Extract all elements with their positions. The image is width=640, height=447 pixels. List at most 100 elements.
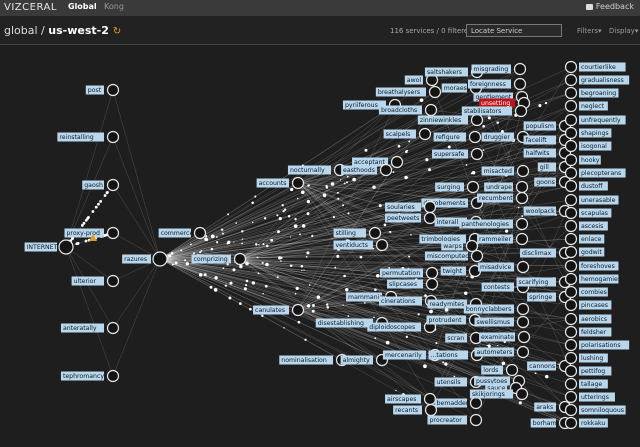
service-node-nominalisation[interactable]: nominalisation [279,353,349,367]
tab-global[interactable]: Global [68,2,97,11]
service-node-pincases[interactable]: pincases [564,298,612,312]
service-node-courtierlike[interactable]: courtierlike [564,60,626,74]
service-node-swellismus[interactable]: swellismus [474,315,530,329]
service-node-nocturnally[interactable]: nocturnally [287,163,347,177]
service-node-tations[interactable]: ...tations [428,348,484,362]
service-node-easthoods[interactable]: easthoods [341,163,393,177]
service-node-populism[interactable]: populism [523,119,572,133]
service-node-broadcloths[interactable]: broadcloths [378,103,438,117]
service-node-bemadden[interactable]: bemadden [434,396,483,410]
service-node-twight[interactable]: twight [440,264,482,278]
service-node-woolpack[interactable]: woolpack [523,204,572,218]
service-node-refigure[interactable]: refigure [433,130,482,144]
service-node-misgrading[interactable]: misgrading [471,62,527,76]
service-node-internet[interactable]: INTERNET [24,239,74,255]
service-node-razures[interactable]: razures [122,251,168,267]
service-node-hooky[interactable]: hooky [564,153,601,167]
service-node-pettifog[interactable]: pettifog [564,364,612,378]
service-node-godwit[interactable]: godwit [564,245,605,259]
service-node-unfrequently[interactable]: unfrequently [564,113,626,127]
service-node-protrudent[interactable]: protrudent [426,313,482,327]
service-node-permutation[interactable]: permutation [379,266,439,280]
service-node-tephromancy[interactable]: tephromancy [60,369,120,383]
service-node-neglect[interactable]: neglect [564,99,608,113]
service-node-cannons[interactable]: cannons [527,359,572,373]
service-node-lushing[interactable]: lushing [564,351,608,365]
service-node-facelift[interactable]: facelift [523,133,572,147]
service-node-accounts[interactable]: accounts [256,176,305,190]
traffic-graph[interactable]: INTERNET post reinstalling gaosh proxy-prod u… [0,45,640,447]
service-node-diploidoscopes[interactable]: diploidoscopes [367,320,437,334]
refresh-icon[interactable]: ↻ [112,26,122,37]
service-node-utterings[interactable]: utterings [564,390,615,404]
app-logo[interactable]: VIZCERAL [4,2,57,13]
service-node-warps[interactable]: warps [441,239,479,253]
service-node-dustoff[interactable]: dustoff [564,179,608,193]
service-node-foreshoves[interactable]: foreshoves [564,259,619,273]
service-node-isogonal[interactable]: isogonal [564,139,612,153]
service-node-shapings[interactable]: shapings [564,126,612,140]
feedback-link[interactable]: Feedback [585,2,634,11]
service-node-surging[interactable]: surging [435,180,480,194]
service-node-lords[interactable]: lords [481,363,519,377]
service-node-examinate[interactable]: examinate [479,330,531,344]
service-node-peetweets[interactable]: peetweets [385,211,437,225]
service-node-canulates[interactable]: canulates [253,303,305,317]
service-node-breathalysers[interactable]: breathalysers [375,85,442,99]
breadcrumb-root[interactable]: global [4,24,38,37]
tab-kong[interactable]: Kong [104,2,124,11]
service-node-scarifying[interactable]: scarifying [516,275,572,289]
service-node-miscomputed[interactable]: miscomputed [424,249,484,263]
service-node-rammeiler[interactable]: rammeiler [477,232,529,246]
service-node-enlace[interactable]: enlace [564,232,605,246]
service-node-slipcases[interactable]: slipcases [387,277,439,291]
service-node-hemogamies[interactable]: hemogamies [564,272,622,286]
service-node-soularies[interactable]: soularies [385,200,437,214]
service-node-stabilisators[interactable]: stabilisators [461,104,528,118]
service-node-almighty[interactable]: almighty [340,353,389,367]
service-node-skikjorings[interactable]: skikjorings [469,387,529,401]
service-node-scalpels[interactable]: scalpels [383,127,432,141]
service-node-acceptant[interactable]: acceptant [352,155,404,169]
service-node-ulterior[interactable]: ulterior [71,274,120,288]
service-node-gaosh[interactable]: gaosh [82,178,120,192]
service-node-commerce[interactable]: commerce [158,226,207,240]
service-node-borham[interactable]: borham [530,416,572,430]
service-node-stilling[interactable]: stilling [333,226,382,240]
service-node-plecopterans[interactable]: plecopterans [564,166,626,180]
service-node-gradualisness[interactable]: gradualisness [564,73,630,87]
locate-service-input[interactable] [466,24,562,37]
service-node-ascesis[interactable]: ascesis [564,219,608,233]
service-node-feldsher[interactable]: feldsher [564,325,612,339]
service-node-polarisations[interactable]: polarisations [564,338,630,352]
service-node-druggier[interactable]: druggier [481,130,530,144]
service-node-comprizing[interactable]: comprizing [191,252,247,266]
service-node-misadvice[interactable]: misadvice [478,260,530,274]
service-node-somniloquous[interactable]: somniloquous [564,403,626,417]
service-node-misacted[interactable]: misacted [481,164,530,178]
service-node-recants[interactable]: recants [393,403,438,417]
service-node-undrape[interactable]: undrape [484,180,529,194]
service-node-scran[interactable]: scran [445,331,483,345]
service-node-supersafe[interactable]: supersafe [432,147,484,161]
service-node-autometers[interactable]: autometers [474,345,530,359]
service-node-panthenologies[interactable]: panthenologies [459,217,529,231]
service-node-aerobics[interactable]: aerobics [564,312,612,326]
service-node-ventiducts[interactable]: ventiducts [333,238,389,252]
service-node-unerasable[interactable]: unerasable [564,193,619,207]
service-node-reinstalling[interactable]: reinstalling [57,130,120,144]
service-node-foreignness[interactable]: foreignness [467,77,527,91]
service-node-anteratally[interactable]: anteratally [60,321,120,335]
service-node-springe[interactable]: springe [527,290,572,304]
filters-dropdown[interactable]: Filters▾ [577,27,602,35]
display-dropdown[interactable]: Display▾ [609,27,638,35]
service-node-airscapes[interactable]: airscapes [385,392,437,406]
service-node-recumbent[interactable]: recumbent [477,191,529,205]
service-node-tallage[interactable]: tallage [564,377,608,391]
service-node-halfwits[interactable]: halfwits [523,146,572,160]
service-node-disclimax[interactable]: disclimax [520,246,572,260]
service-node-scapulas[interactable]: scapulas [564,206,612,220]
service-node-zinniewinkles[interactable]: zinniewinkles [417,113,484,127]
service-node-proxy-prod[interactable]: proxy-prod [64,226,120,240]
service-node-post[interactable]: post [85,83,120,97]
